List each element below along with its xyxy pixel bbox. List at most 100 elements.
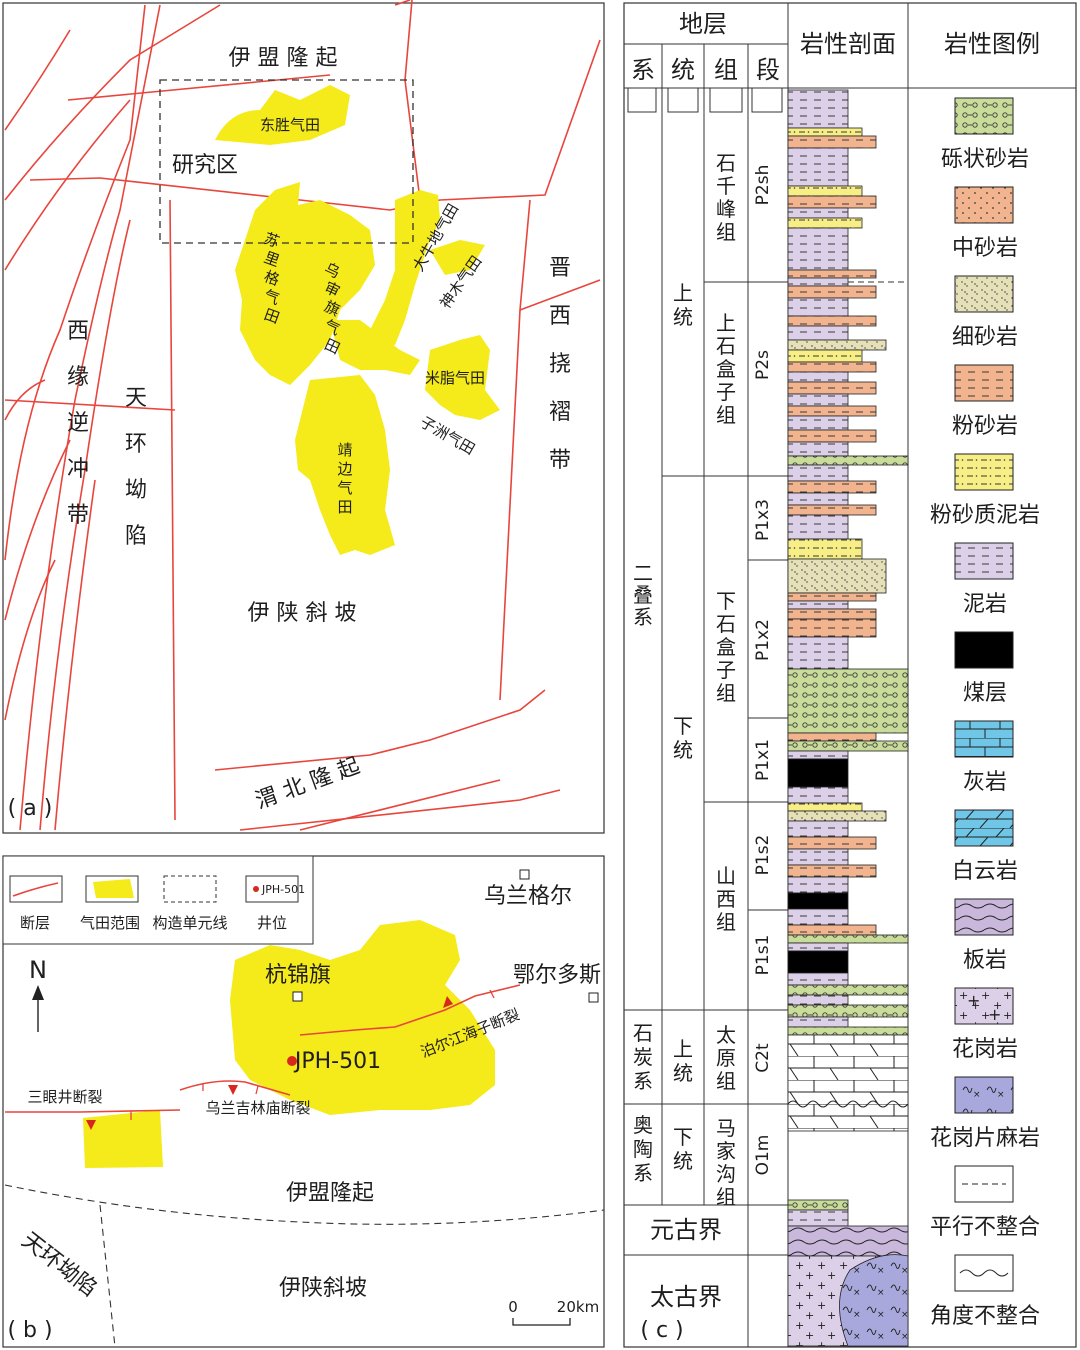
svg-text:石: 石 xyxy=(716,334,736,358)
svg-text:组: 组 xyxy=(716,220,736,244)
svg-text:旗: 旗 xyxy=(322,297,343,320)
svg-text:西: 西 xyxy=(716,887,736,911)
svg-text:带: 带 xyxy=(549,448,571,473)
layer-silt xyxy=(787,285,877,299)
system-ordovician: 奥陶系 xyxy=(633,1113,653,1185)
layer-silt xyxy=(787,608,877,620)
layer-mud xyxy=(787,820,849,838)
series-lower-p: 下统 xyxy=(673,714,693,762)
svg-text:盒: 盒 xyxy=(716,635,736,659)
svg-text:里: 里 xyxy=(262,248,282,270)
svg-text:陶: 陶 xyxy=(633,1137,653,1161)
layer-mud xyxy=(787,371,849,383)
svg-text:陷: 陷 xyxy=(125,524,147,549)
svg-text:沟: 沟 xyxy=(716,1162,736,1186)
layer-silt xyxy=(787,732,877,742)
svg-text:褶: 褶 xyxy=(549,400,571,425)
member-p1s2: P1s2 xyxy=(753,835,773,876)
layer-silt xyxy=(787,135,877,149)
central-gasfield xyxy=(330,320,420,375)
fault-wulanjilinmiao: 乌兰吉林庙断裂 xyxy=(205,1099,310,1117)
header-column: 岩性剖面 xyxy=(800,30,896,58)
member-p2sh: P2sh xyxy=(753,165,773,206)
svg-text:组: 组 xyxy=(716,403,736,427)
layer-silty xyxy=(787,217,863,229)
region-b-yishan: 伊陕斜坡 xyxy=(279,1276,367,1301)
svg-text:缘: 缘 xyxy=(67,365,89,390)
svg-text:靖: 靖 xyxy=(337,441,352,459)
svg-text:系: 系 xyxy=(633,1161,653,1185)
layer-silty xyxy=(787,802,863,812)
svg-text:挠: 挠 xyxy=(549,352,571,377)
series-upper-p: 上统 xyxy=(673,281,693,329)
mizhi-gasfield xyxy=(425,335,500,420)
daniudi-gasfield xyxy=(370,190,440,345)
header-system: 系 xyxy=(631,56,655,84)
layer-silt xyxy=(787,429,877,443)
member-p1s1: P1s1 xyxy=(753,935,773,976)
legend-label-fine: 细砂岩 xyxy=(952,325,1018,350)
shenmu-gasfield xyxy=(430,240,485,275)
series-upper-c: 上统 xyxy=(673,1037,693,1085)
field-mizhi: 米脂气田 xyxy=(425,369,485,387)
svg-text:系: 系 xyxy=(633,605,653,629)
svg-text:下: 下 xyxy=(716,589,736,613)
svg-text:叠: 叠 xyxy=(633,583,653,607)
svg-text:坳: 坳 xyxy=(125,478,147,503)
svg-text:乌: 乌 xyxy=(322,259,343,282)
layer-limew xyxy=(787,1034,909,1132)
field-dongsheng: 东胜气田 xyxy=(260,116,320,134)
svg-text:奥: 奥 xyxy=(633,1113,653,1137)
svg-text:上: 上 xyxy=(673,1037,693,1061)
legend-label-granite: 花岗岩 xyxy=(952,1037,1018,1062)
svg-text:石: 石 xyxy=(716,151,736,175)
fault-sanyanjing: 三眼井断裂 xyxy=(27,1088,102,1106)
layer-silt xyxy=(787,836,877,850)
svg-text:晋: 晋 xyxy=(549,256,571,281)
formation-shanxi: 山西组 xyxy=(716,864,736,934)
legend-slate: 板岩 xyxy=(954,898,1014,973)
layer-coal xyxy=(787,950,849,974)
svg-text:子: 子 xyxy=(716,380,736,404)
svg-text:气: 气 xyxy=(262,286,282,308)
panel-c-label: ( c ) xyxy=(640,1318,683,1343)
layer-mud xyxy=(787,786,849,804)
legend-label-gneiss: 花岗片麻岩 xyxy=(930,1126,1040,1151)
city-wulangeer: 乌兰格尔 xyxy=(484,884,572,909)
system-proterozoic: 元古界 xyxy=(650,1216,722,1244)
svg-text:N: N xyxy=(29,956,47,984)
layer-coal xyxy=(787,892,849,910)
layer-slate xyxy=(787,1225,909,1257)
svg-text:石: 石 xyxy=(633,1021,653,1045)
legend-silty_mud: 粉砂质泥岩 xyxy=(930,453,1040,528)
system-permian: 二叠系 xyxy=(633,561,653,629)
layer-silt xyxy=(787,480,877,494)
svg-text:马: 马 xyxy=(716,1116,736,1140)
layer-mud xyxy=(787,600,849,610)
header-formation: 组 xyxy=(714,56,738,84)
legend-label-conglomeratic: 砾状砂岩 xyxy=(941,147,1029,172)
faults-b xyxy=(5,984,521,1113)
layer-mud xyxy=(787,908,849,926)
svg-text:千: 千 xyxy=(716,174,736,198)
layer-mud xyxy=(787,297,849,317)
layer-mud xyxy=(787,848,849,866)
layer-cong xyxy=(787,1199,849,1211)
legend-fault: 断层 xyxy=(20,914,50,932)
layer-mud xyxy=(787,514,849,540)
layer-cong xyxy=(787,668,909,734)
header-strata: 地层 xyxy=(679,10,727,38)
layer-silt xyxy=(787,195,877,209)
layer-mud xyxy=(787,89,849,129)
header-legend: 岩性图例 xyxy=(944,30,1040,58)
legend-granite: ++花岗岩 xyxy=(952,987,1018,1062)
layer-mud xyxy=(787,492,849,506)
svg-text:带: 带 xyxy=(67,503,89,528)
